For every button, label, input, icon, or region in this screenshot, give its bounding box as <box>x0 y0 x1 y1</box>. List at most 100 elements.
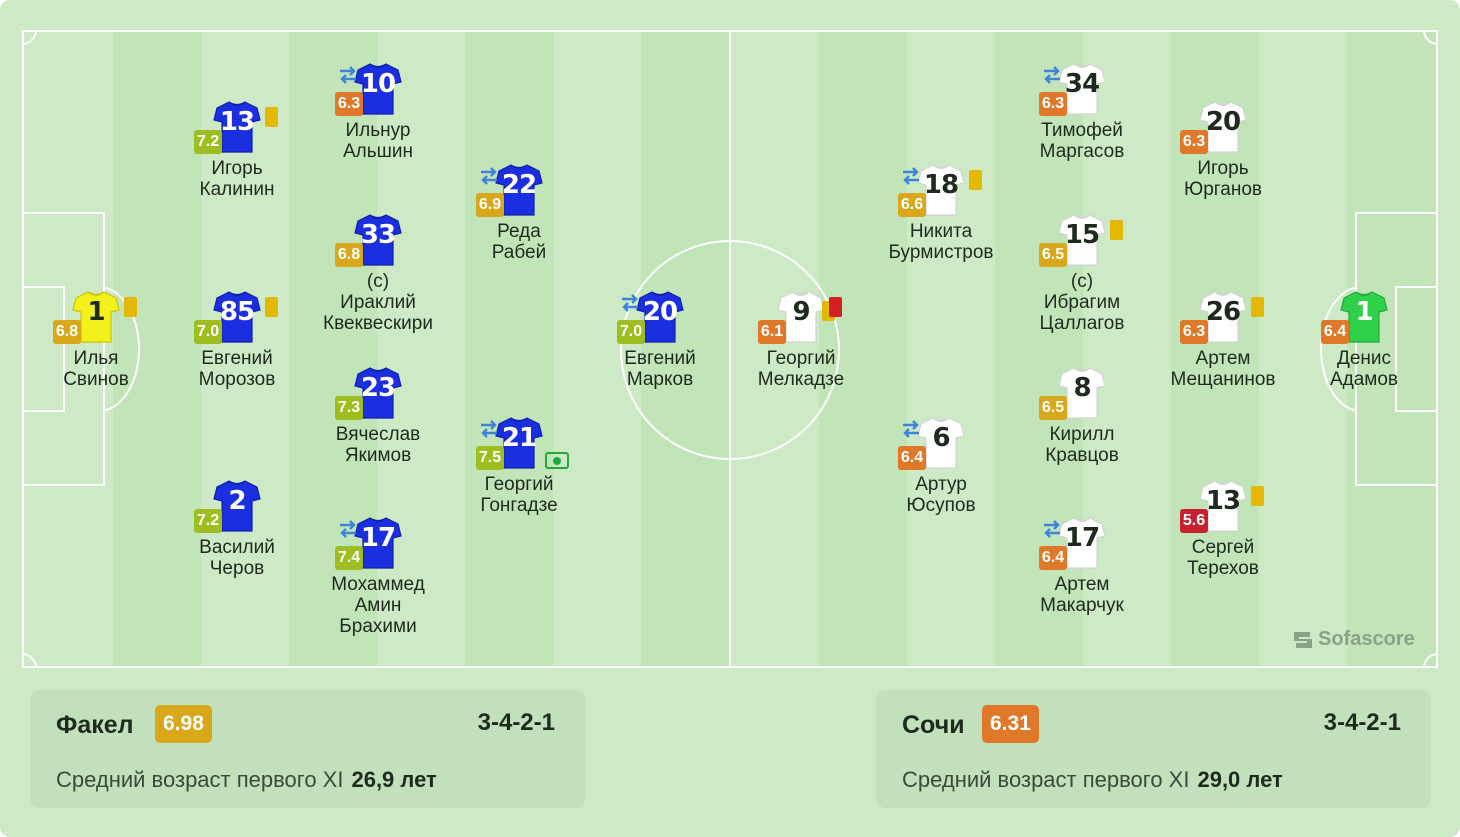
jersey-icon: 21 <box>495 416 543 470</box>
jersey-icon: 18 <box>917 163 965 217</box>
player-rating-badge: 6.5 <box>1039 396 1067 420</box>
player-name-line: Игорь <box>1197 158 1249 179</box>
jersey-number: 13 <box>1205 486 1241 516</box>
yellow-card-icon <box>1110 220 1123 240</box>
jersey-icon: 85 <box>213 290 261 344</box>
player-name-line: Мещанинов <box>1170 369 1276 390</box>
player-name-line: Макарчук <box>1040 595 1124 616</box>
player-rating-badge: 6.3 <box>1180 320 1208 344</box>
player-name-line: Кравцов <box>1045 445 1119 466</box>
jersey-icon: 13 <box>1199 479 1247 533</box>
player-rating-badge: 6.8 <box>53 320 81 344</box>
jersey-number: 23 <box>360 373 396 403</box>
center-circle <box>620 240 840 460</box>
player-rating-badge: 7.0 <box>617 320 645 344</box>
player-rating-badge: 6.4 <box>1039 546 1067 570</box>
player-name-line: Свинов <box>63 369 129 390</box>
player-name-line: Юсупов <box>906 495 976 516</box>
player-rating-badge: 6.4 <box>898 446 926 470</box>
player-name-line: Евгений <box>201 348 273 369</box>
jersey-icon: 26 <box>1199 290 1247 344</box>
substitution-icon <box>478 166 500 190</box>
yellow-card-icon <box>969 170 982 190</box>
player-rating-badge: 6.8 <box>335 243 363 267</box>
substitution-icon <box>337 519 359 543</box>
home-team-summary: Факел 6.98 3-4-2-1 Средний возраст перво… <box>30 690 585 808</box>
jersey-icon: 23 <box>354 366 402 420</box>
jersey-icon: 9 <box>777 290 825 344</box>
jersey-number: 20 <box>642 297 678 327</box>
player-rating-badge: 7.2 <box>194 509 222 533</box>
player-name-line: Терехов <box>1187 558 1259 579</box>
yellow-card-icon <box>1251 486 1264 506</box>
player-name-line: (c) <box>366 271 390 292</box>
player-rating-badge: 7.3 <box>335 396 363 420</box>
player-name-line: Цаллагов <box>1039 313 1125 334</box>
substitution-icon <box>1041 65 1063 89</box>
pitch-stripe <box>1347 30 1438 668</box>
home-average-age-label: Средний возраст первого XI <box>56 767 344 792</box>
jersey-number: 2 <box>228 486 246 516</box>
player-name-line: Гонгадзе <box>480 495 558 516</box>
jersey-icon: 1 <box>72 290 120 344</box>
jersey-icon: 2 <box>213 479 261 533</box>
home-team-rating: 6.98 <box>155 705 212 743</box>
player-name-line: Вячеслав <box>335 424 421 445</box>
player-name-line: Мохаммед <box>331 574 425 595</box>
player-name-line: Бурмистров <box>888 242 994 263</box>
player-name-line: Якимов <box>344 445 412 466</box>
player-rating-badge: 6.3 <box>1039 92 1067 116</box>
jersey-icon: 20 <box>636 290 684 344</box>
jersey-icon: 33 <box>354 213 402 267</box>
player-name-line: Альшин <box>342 141 413 162</box>
jersey-icon: 6 <box>917 416 965 470</box>
substitution-icon <box>619 293 641 317</box>
player-name-line: Амин <box>354 595 402 616</box>
player-rating-badge: 7.5 <box>476 446 504 470</box>
player-name-line: Евгений <box>624 348 696 369</box>
jersey-icon: 17 <box>1058 516 1106 570</box>
goal-area-left <box>22 286 65 412</box>
sofascore-logo: Sofascore <box>1292 628 1415 651</box>
player-name-line: Морозов <box>198 369 276 390</box>
jersey-icon: 8 <box>1058 366 1106 420</box>
yellow-card-icon <box>265 107 278 127</box>
player-name-line: Игорь <box>211 158 263 179</box>
substitution-icon <box>478 419 500 443</box>
away-team-summary: Сочи 6.31 3-4-2-1 Средний возраст первог… <box>876 690 1431 808</box>
jersey-number: 17 <box>1064 523 1100 553</box>
jersey-icon: 15 <box>1058 213 1106 267</box>
player-name-line: Черов <box>209 558 265 579</box>
player-name-line: Денис <box>1336 348 1392 369</box>
